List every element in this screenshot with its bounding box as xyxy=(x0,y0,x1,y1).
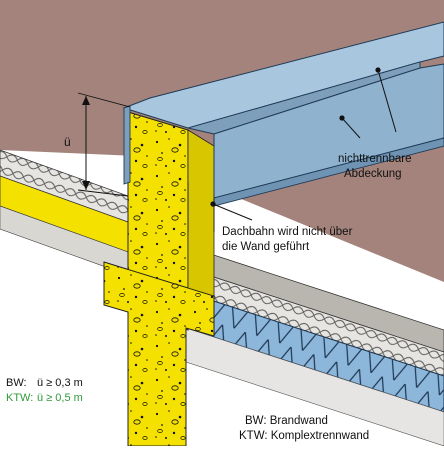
cover-label-line1: nichttrennbare xyxy=(338,153,412,165)
dimension-upper-line xyxy=(77,92,131,108)
legend-bw: BW: ü ≥ 0,3 m xyxy=(6,376,83,391)
dimension-arrow-head-top xyxy=(82,96,90,105)
wall-type-bw: BW: Brandwand xyxy=(245,415,328,427)
legend-ktw-key: KTW: xyxy=(6,392,34,404)
membrane-label-line1: Dachbahn wird nicht über xyxy=(222,226,353,238)
dimension-arrow-head-bottom xyxy=(82,181,90,190)
membrane-leader xyxy=(212,203,253,221)
legend-bw-value: ü ≥ 0,3 m xyxy=(37,377,83,389)
cover-label-line2: Abdeckung xyxy=(344,168,402,180)
membrane-label-line2: die Wand geführt xyxy=(222,241,310,253)
cover-left-flange xyxy=(123,105,131,185)
wall-type-ktw: KTW: Komplextrennwand xyxy=(239,430,370,442)
cover-leader-1 xyxy=(377,69,397,133)
dimension-label: ü xyxy=(64,135,71,149)
cover-leader-2 xyxy=(341,117,361,139)
dimension-lower-line xyxy=(77,189,129,197)
legend-ktw: KTW:ü ≥ 0,5 m xyxy=(6,391,83,406)
fire-wall-side-face xyxy=(187,129,215,297)
legend-ktw-value: ü ≥ 0,5 m xyxy=(37,392,83,404)
legend-bw-key: BW: xyxy=(6,377,27,389)
